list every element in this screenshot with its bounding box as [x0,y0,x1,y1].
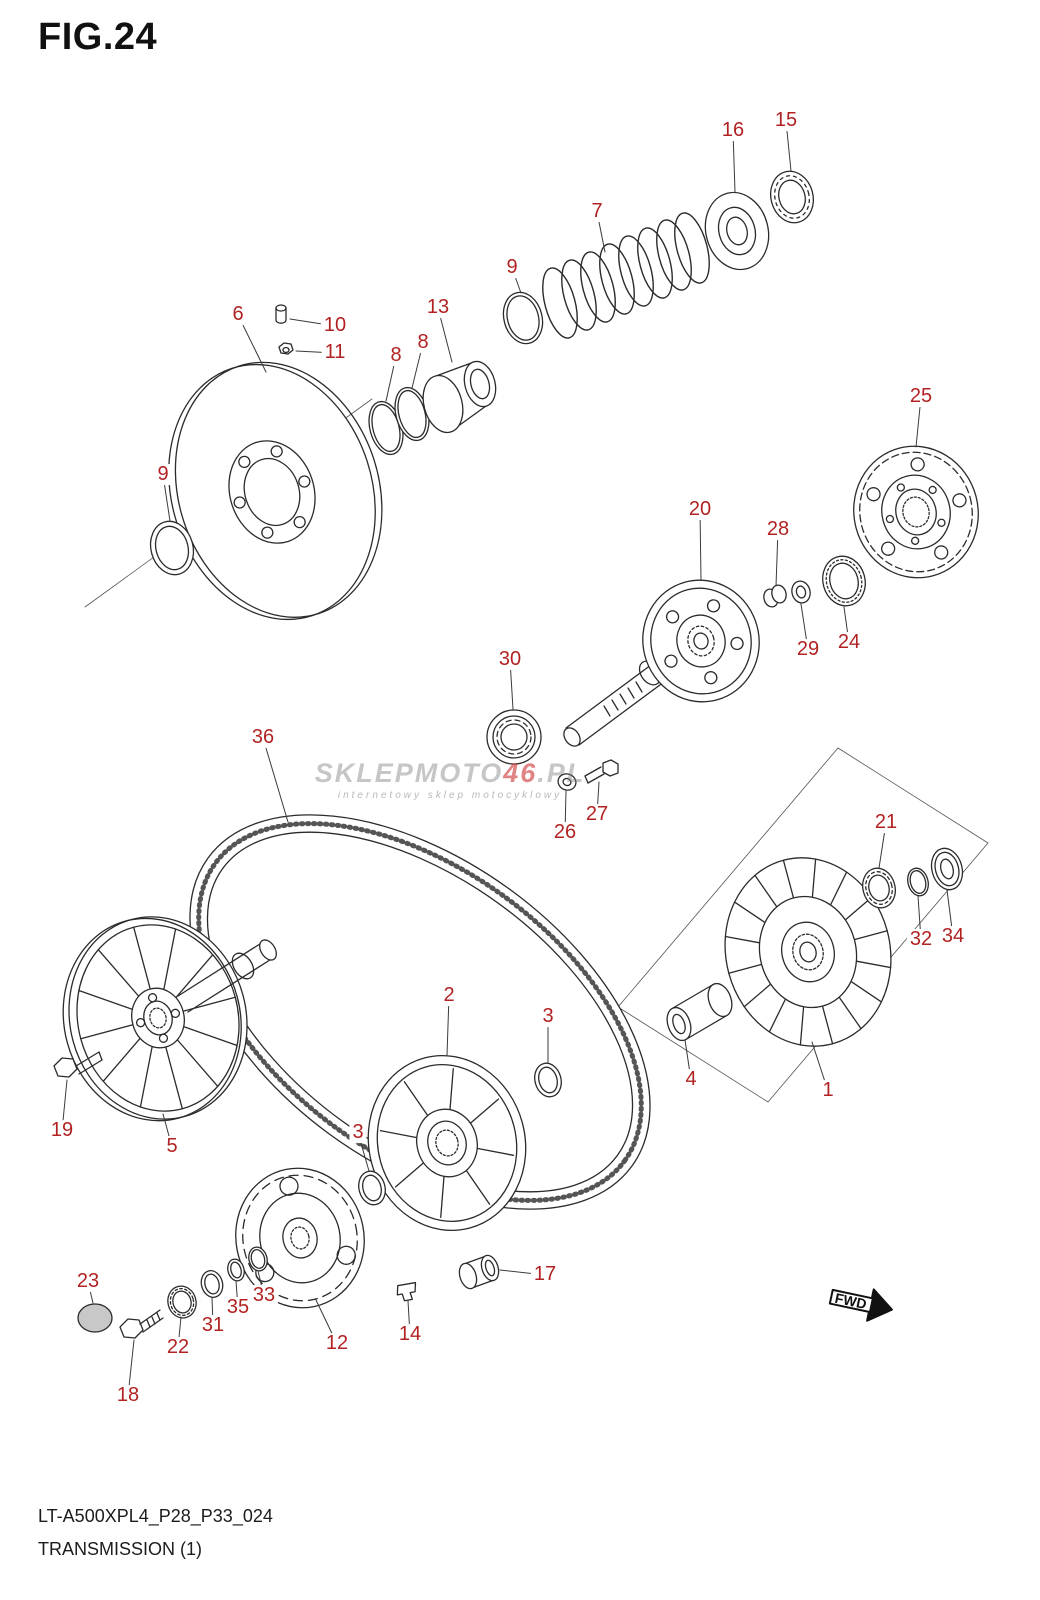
leader-line-8 [411,342,424,389]
figure-name: TRANSMISSION (1) [38,1539,203,1559]
leader-line-8 [385,355,397,402]
locknut-15 [769,170,815,224]
ring-35 [227,1258,245,1282]
clutch-assembly-25 [853,445,979,579]
leader-line-30 [509,659,514,710]
bearing-21 [862,867,896,909]
movable-face-12 [235,1167,365,1309]
ring-9-upper [502,291,544,345]
ring-32 [907,867,929,897]
spacer-4 [666,982,733,1042]
leader-line-7 [596,211,606,253]
cap-23 [77,1303,113,1333]
ring-31 [200,1270,224,1298]
leader-line-35 [235,1280,239,1309]
washer-26 [557,773,577,791]
spacer-28 [763,584,787,608]
retainer-plate-16 [704,191,770,271]
bolt-27 [584,759,619,784]
leader-line-22 [177,1316,182,1349]
rings-8 [368,386,430,456]
leader-line-1 [811,1041,829,1092]
fwd-arrow: FWD [828,1288,893,1322]
leader-line-31 [211,1296,214,1327]
leader-line-15 [785,120,792,172]
figure-footer: LT-A500XPL4_P28_P33_024 TRANSMISSION (1) [38,1506,273,1560]
nut-11 [278,342,294,355]
ring-3-left [358,1170,386,1206]
leader-line-4 [684,1039,692,1081]
bushing-13 [422,360,497,434]
bolt-18 [119,1309,164,1339]
bearing-22 [167,1285,197,1319]
movable-drive-face-2 [367,1054,527,1232]
leader-line-11 [295,350,336,354]
drive-belt-36 [189,814,651,1210]
leader-line-25 [915,396,922,448]
bolt-19 [53,1051,103,1078]
driven-pulley-5 [62,916,277,1122]
ring-33 [248,1246,268,1272]
leader-line-17 [499,1269,546,1276]
leader-line-32 [917,895,922,941]
fwd-arrow-label: FWD [834,1290,869,1312]
leader-line-14 [407,1300,411,1336]
ring-3-right [534,1062,562,1098]
slider-14 [396,1281,417,1302]
leader-line-24 [843,606,850,644]
leader-line-21 [878,822,887,869]
spacer-17 [458,1254,500,1290]
fixed-driven-face-6 [168,361,383,621]
leader-line-28 [775,529,779,587]
leader-line-27 [596,781,600,816]
leader-line-23 [87,1281,94,1304]
leader-line-18 [127,1339,135,1397]
bearing-30 [486,709,542,765]
washer-29 [791,580,811,604]
leader-line-10 [289,318,336,327]
leader-line-29 [800,603,809,651]
leader-line-16 [732,130,736,193]
spring-7 [542,212,710,339]
leader-line-36 [262,737,289,823]
ring-9-left [149,520,195,576]
fixed-drive-face-1 [724,857,892,1047]
one-way-bearing-24 [822,555,866,607]
clutch-housing-20 [563,579,760,747]
seal-34 [930,847,964,891]
figure-title: FIG.24 [38,16,158,58]
pin-10 [275,304,287,324]
leader-line-9 [511,267,522,294]
leader-line-13 [437,307,453,363]
leader-line-12 [315,1299,338,1345]
part-code: LT-A500XPL4_P28_P33_024 [38,1506,273,1526]
leader-line-20 [699,509,702,581]
leader-line-19 [61,1079,68,1132]
leader-line-34 [946,889,954,938]
leader-line-26 [564,790,567,834]
